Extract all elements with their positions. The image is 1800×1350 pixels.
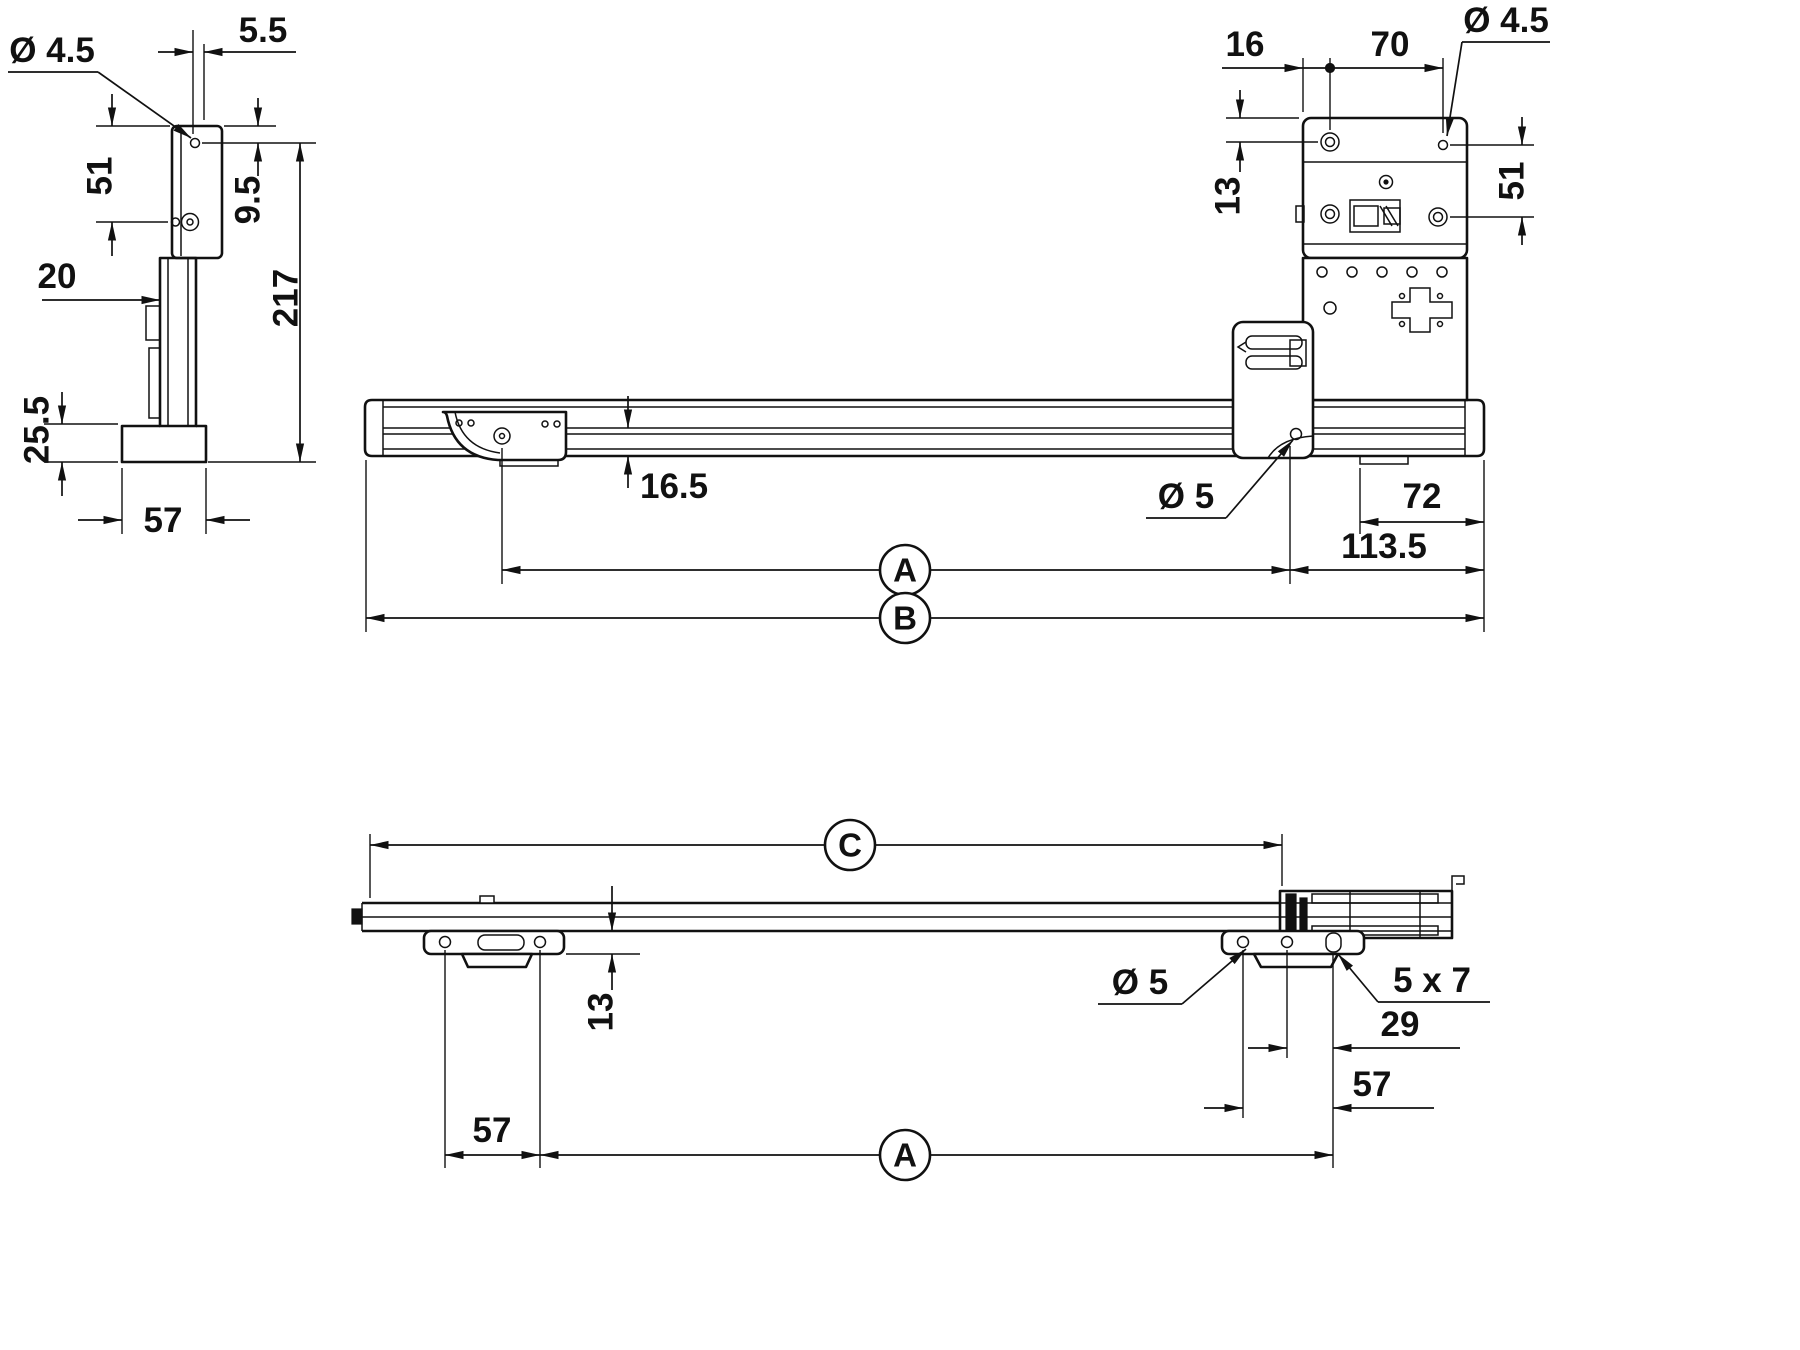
dim-label-113-5: 113.5 bbox=[1341, 527, 1427, 566]
plan-view-dimensions: 13 Ø 5 5 x 7 29 57 57 bbox=[444, 886, 1490, 1182]
ref-label-b: B bbox=[893, 600, 917, 637]
cross-cutout bbox=[1391, 287, 1453, 333]
plan-view-rear-bracket bbox=[1220, 929, 1366, 969]
dim-label-72: 72 bbox=[1403, 477, 1442, 516]
rear-screw-hole bbox=[1289, 427, 1303, 441]
ref-circle-plan-a bbox=[878, 1128, 932, 1182]
rear-hook bbox=[1451, 875, 1465, 891]
ref-label-c: C bbox=[838, 827, 862, 864]
plan-view-dim-c: C bbox=[369, 818, 1283, 898]
ref-label-a: A bbox=[893, 552, 917, 589]
dim-label-front-13: 13 bbox=[1209, 177, 1248, 216]
plan-view-front-bracket bbox=[422, 929, 566, 969]
rear-hole-top-left bbox=[1324, 136, 1336, 148]
dim-label-slot: 5 x 7 bbox=[1393, 961, 1471, 1000]
dim-label-5-5: 5.5 bbox=[239, 11, 288, 50]
ref-label-plan-a: A bbox=[893, 1137, 917, 1174]
end-view-dimensions: Ø 4.5 5.5 51 9.5 217 20 bbox=[8, 11, 316, 540]
plan-rear-slot bbox=[1325, 932, 1342, 953]
end-view: Ø 4.5 5.5 51 9.5 217 20 bbox=[8, 11, 316, 540]
plan-rear-hole-1 bbox=[1236, 935, 1250, 949]
rear-hole-top-right bbox=[1437, 139, 1449, 151]
dim-label-9-5: 9.5 bbox=[229, 176, 268, 225]
end-view-part bbox=[120, 124, 224, 464]
dim-label-rear-hole-dia: Ø 4.5 bbox=[1463, 1, 1549, 40]
dim-label-16-5: 16.5 bbox=[640, 467, 708, 506]
front-view: 16.5 16 70 Ø 4.5 13 51 bbox=[363, 1, 1550, 645]
dim-label-end-hole-dia: Ø 4.5 bbox=[9, 31, 95, 70]
ref-circle-b bbox=[878, 591, 932, 645]
dim-label-plan-57-rear: 57 bbox=[1353, 1065, 1392, 1104]
dim-label-51: 51 bbox=[81, 157, 120, 196]
dim-label-20: 20 bbox=[38, 257, 77, 296]
dim-label-217: 217 bbox=[267, 269, 306, 327]
rivet bbox=[180, 212, 200, 232]
front-view-rear-bracket bbox=[1231, 116, 1469, 465]
front-view-dimensions: 16.5 16 70 Ø 4.5 13 51 bbox=[365, 1, 1550, 645]
front-view-left-bracket bbox=[441, 410, 568, 467]
plan-front-hole-2 bbox=[533, 935, 547, 949]
dim-label-plan-13: 13 bbox=[582, 993, 621, 1032]
dim-label-29: 29 bbox=[1381, 1005, 1420, 1044]
bottom-foot bbox=[120, 424, 208, 464]
dim-label-front-51: 51 bbox=[1493, 162, 1532, 201]
plan-rear-hole-2 bbox=[1280, 935, 1294, 949]
ref-circle-c bbox=[823, 818, 877, 872]
dim-label-16: 16 bbox=[1226, 25, 1265, 64]
front-screw-hole bbox=[493, 427, 511, 445]
dim-label-end-57: 57 bbox=[144, 501, 183, 540]
plan-view: C bbox=[351, 818, 1490, 1182]
dim-label-25-5: 25.5 bbox=[18, 396, 57, 464]
dim-label-plan-hole-dia: Ø 5 bbox=[1112, 963, 1168, 1002]
plan-front-hole-1 bbox=[438, 935, 452, 949]
dim-label-plan-57-front: 57 bbox=[473, 1111, 512, 1150]
dim-label-front-hole-dia: Ø 5 bbox=[1158, 477, 1214, 516]
hole-top bbox=[189, 137, 201, 149]
plan-view-rail bbox=[351, 875, 1465, 940]
dim-label-70: 70 bbox=[1371, 25, 1410, 64]
